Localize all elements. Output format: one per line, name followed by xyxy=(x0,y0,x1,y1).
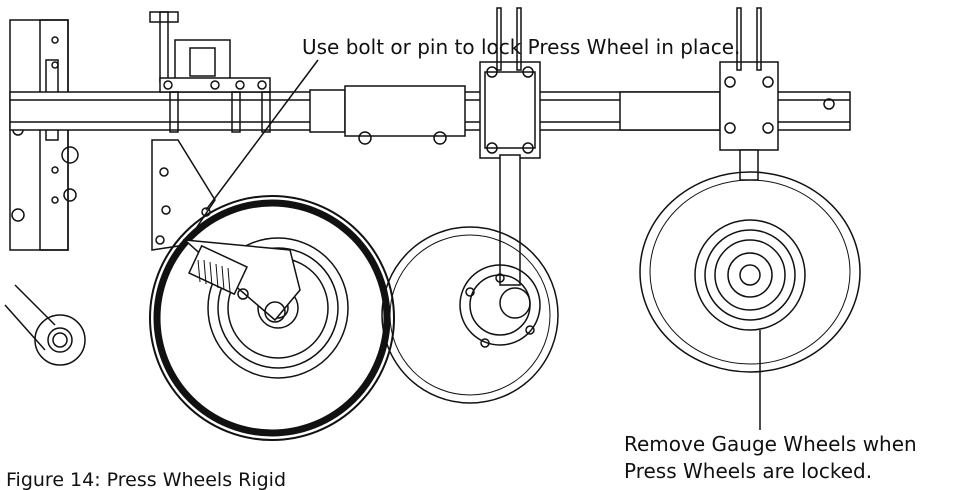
press-wheel xyxy=(149,195,395,441)
left-frame-bracket xyxy=(9,19,79,251)
remove-gauge-callout-line1: Remove Gauge Wheels when xyxy=(624,432,917,456)
remove-gauge-callout-line2: Press Wheels are locked. xyxy=(624,459,872,483)
lock-callout-leader xyxy=(205,59,319,211)
gauge-wheel xyxy=(639,7,861,373)
press-wheel-arm-plate xyxy=(151,139,216,251)
left-gauge-arm xyxy=(4,284,86,366)
toolbar-beam xyxy=(9,85,851,145)
figure-caption: Figure 14: Press Wheels Rigid xyxy=(6,469,286,490)
lock-press-wheel-callout: Use bolt or pin to lock Press Wheel in p… xyxy=(302,35,740,59)
disc-opener xyxy=(381,7,559,404)
press-wheel-mount xyxy=(149,11,271,133)
